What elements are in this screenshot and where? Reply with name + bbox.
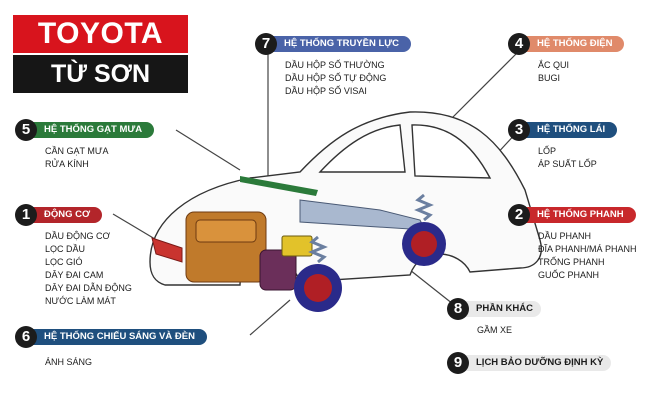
section-other: 8 PHẦN KHÁC GẦM XE <box>447 298 541 337</box>
brand-logo-location: TỪ SƠN <box>13 55 188 93</box>
front-window <box>318 124 406 173</box>
rear-window <box>411 124 492 179</box>
list-item: RỬA KÍNH <box>45 159 89 169</box>
list-item: DẦU PHANH <box>538 231 592 241</box>
section-number: 8 <box>447 298 469 320</box>
list-item: DẦU HỘP SỐ VISAI <box>285 86 367 96</box>
leader-line-lighting <box>249 299 291 336</box>
list-item: GUỐC PHANH <box>538 270 600 280</box>
list-item: GẦM XE <box>477 325 513 335</box>
section-number: 5 <box>15 119 37 141</box>
section-title: HỆ THỐNG GẠT MƯA <box>28 122 155 138</box>
section-number: 9 <box>447 352 469 374</box>
section-number: 4 <box>508 33 530 55</box>
brand-logo-toyota: TOYOTA <box>13 15 188 53</box>
leader-line-wiper <box>175 129 241 171</box>
list-item: DẦU HỘP SỐ THƯỜNG <box>285 60 385 70</box>
list-item: LỌC DẦU <box>45 244 86 254</box>
list-item: LỌC GIÓ <box>45 257 83 267</box>
section-steering: 3 HỆ THỐNG LÁI LỐP ÁP SUẤT LỐP <box>508 119 618 171</box>
section-number: 7 <box>255 33 277 55</box>
list-item: DÂY ĐAI CAM <box>45 270 104 280</box>
section-title: ĐỘNG CƠ <box>28 207 103 223</box>
section-title: HỆ THỐNG PHANH <box>521 207 636 223</box>
section-title: HỆ THỐNG ĐIỆN <box>521 36 625 52</box>
section-lighting: 6 HỆ THỐNG CHIẾU SÁNG VÀ ĐÈN ÁNH SÁNG <box>15 326 207 369</box>
section-title: HỆ THỐNG TRUYỀN LỰC <box>268 36 412 52</box>
list-item: ĐĨA PHANH/MÁ PHANH <box>538 244 637 254</box>
section-wipers: 5 HỆ THỐNG GẠT MƯA CẦN GẠT MƯA RỬA KÍNH <box>15 119 155 171</box>
wiper-shape <box>240 176 318 196</box>
section-number: 6 <box>15 326 37 348</box>
list-item: DÂY ĐAI DẪN ĐỘNG <box>45 283 132 293</box>
section-title: LỊCH BẢO DƯỠNG ĐỊNH KỲ <box>460 355 612 371</box>
headlight-shape <box>151 237 183 263</box>
list-item: ẮC QUI <box>538 60 570 70</box>
list-item: ÁNH SÁNG <box>45 357 93 367</box>
list-item: NƯỚC LÀM MÁT <box>45 296 116 306</box>
list-item: DẦU ĐỘNG CƠ <box>45 231 111 241</box>
rear-wheel-shape <box>402 222 446 266</box>
section-number: 1 <box>15 204 37 226</box>
section-electrical: 4 HỆ THỐNG ĐIỆN ẮC QUI BUGI <box>508 33 625 85</box>
list-item: ÁP SUẤT LỐP <box>538 159 597 169</box>
section-brakes: 2 HỆ THỐNG PHANH DẦU PHANH ĐĨA PHANH/MÁ … <box>508 204 637 282</box>
list-item: BUGI <box>538 73 561 83</box>
list-item: TRỐNG PHANH <box>538 257 605 267</box>
list-item: LỐP <box>538 146 557 156</box>
section-transmission: 7 HỆ THỐNG TRUYỀN LỰC DẦU HỘP SỐ THƯỜNG … <box>255 33 412 98</box>
section-title: HỆ THỐNG CHIẾU SÁNG VÀ ĐÈN <box>28 329 207 345</box>
section-number: 3 <box>508 119 530 141</box>
front-wheel-shape <box>294 264 342 312</box>
section-title: HỆ THỐNG LÁI <box>521 122 618 138</box>
engine-shape <box>185 211 297 291</box>
section-title: PHẦN KHÁC <box>460 301 541 317</box>
list-item: CẦN GẠT MƯA <box>45 146 109 156</box>
section-engine: 1 ĐỘNG CƠ DẦU ĐỘNG CƠ LỌC DẦU LỌC GIÓ DÂ… <box>15 204 132 308</box>
battery-shape <box>281 235 313 257</box>
suspension-springs <box>308 193 434 264</box>
section-number: 2 <box>508 204 530 226</box>
list-item: DẦU HỘP SỐ TỰ ĐỘNG <box>285 73 387 83</box>
